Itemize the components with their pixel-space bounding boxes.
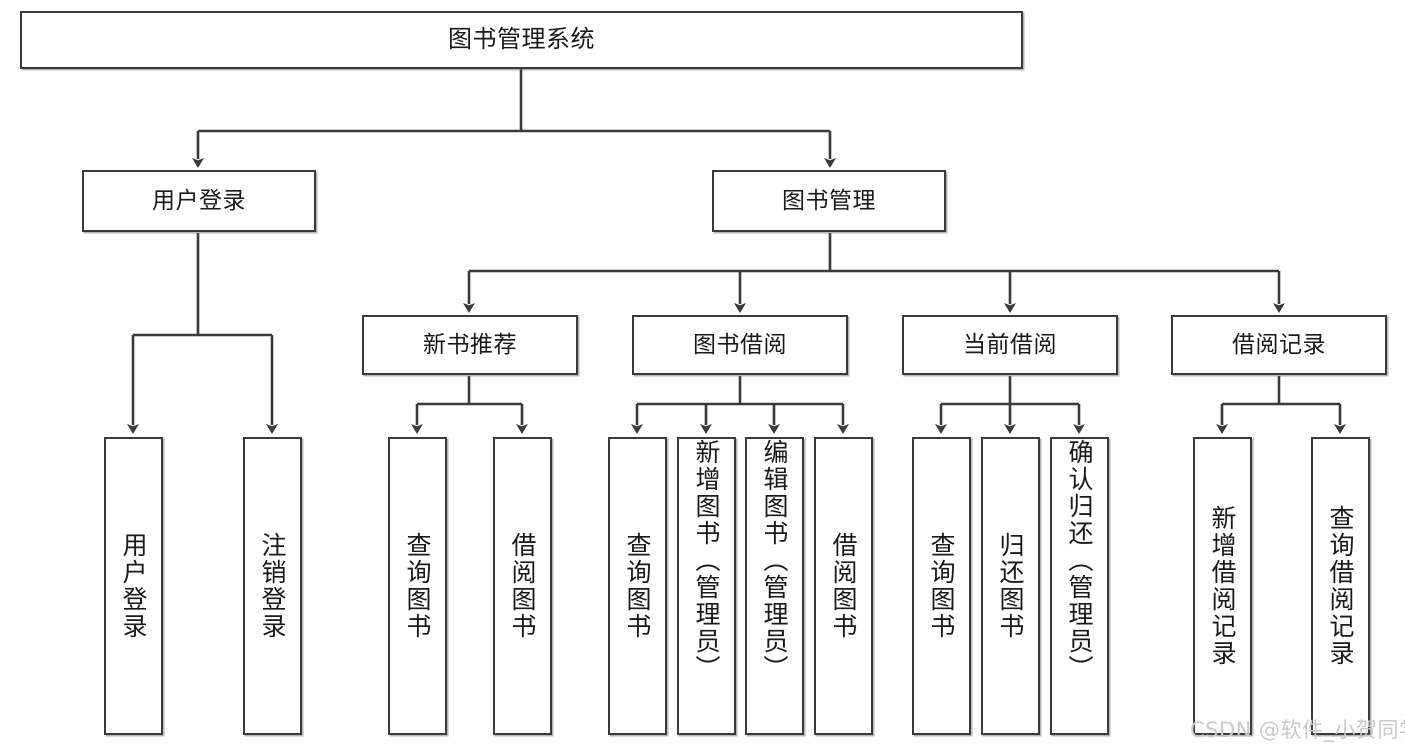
node-label: 用户登录 [119,532,148,640]
node-label: 新增图书（管理员） [692,439,721,682]
leaf-current-borrow-confirm-return-admin[interactable]: 确认归还（管理员） [1050,437,1109,735]
node-label: 编辑图书（管理员） [760,439,789,682]
node-label: 归还图书 [996,532,1025,640]
leaf-user-login-login[interactable]: 用户登录 [104,437,163,735]
node-current-borrow[interactable]: 当前借阅 [902,315,1118,375]
node-label: 查询图书 [623,532,652,640]
leaf-book-borrow-add-book-admin[interactable]: 新增图书（管理员） [677,437,736,735]
leaf-new-book-query-book[interactable]: 查询图书 [388,437,447,735]
node-label: 当前借阅 [963,331,1057,358]
leaf-borrow-record-add-record[interactable]: 新增借阅记录 [1193,437,1252,735]
node-label: 图书管理 [782,187,876,214]
csdn-watermark: CSDN @软件_小贺同学 [1190,718,1405,742]
node-label: 借阅图书 [829,532,858,640]
node-label: 新书推荐 [423,331,517,358]
node-label: 查询借阅记录 [1326,505,1355,667]
node-label: 确认归还（管理员） [1065,439,1094,682]
node-label: 新增借阅记录 [1208,505,1237,667]
node-label: 图书管理系统 [448,25,595,54]
node-label: 图书借阅 [693,331,787,358]
leaf-book-borrow-borrow-book[interactable]: 借阅图书 [814,437,873,735]
leaf-user-login-logout[interactable]: 注销登录 [243,437,302,735]
node-user-login[interactable]: 用户登录 [82,170,316,232]
node-label: 查询图书 [927,532,956,640]
leaf-current-borrow-query-book[interactable]: 查询图书 [912,437,971,735]
leaf-book-borrow-edit-book-admin[interactable]: 编辑图书（管理员） [745,437,804,735]
leaf-borrow-record-query-record[interactable]: 查询借阅记录 [1311,437,1370,735]
leaf-book-borrow-query-book[interactable]: 查询图书 [608,437,667,735]
node-root-book-management-system[interactable]: 图书管理系统 [20,11,1023,69]
leaf-new-book-borrow-book[interactable]: 借阅图书 [493,437,552,735]
node-label: 注销登录 [258,532,287,640]
node-label: 借阅图书 [508,532,537,640]
node-book-borrow[interactable]: 图书借阅 [632,315,848,375]
leaf-current-borrow-return-book[interactable]: 归还图书 [981,437,1040,735]
node-label: 用户登录 [152,187,246,214]
node-book-management[interactable]: 图书管理 [712,170,946,232]
node-label: 查询图书 [403,532,432,640]
node-borrow-record[interactable]: 借阅记录 [1171,315,1387,375]
node-new-book-recommend[interactable]: 新书推荐 [362,315,578,375]
node-label: 借阅记录 [1232,331,1326,358]
